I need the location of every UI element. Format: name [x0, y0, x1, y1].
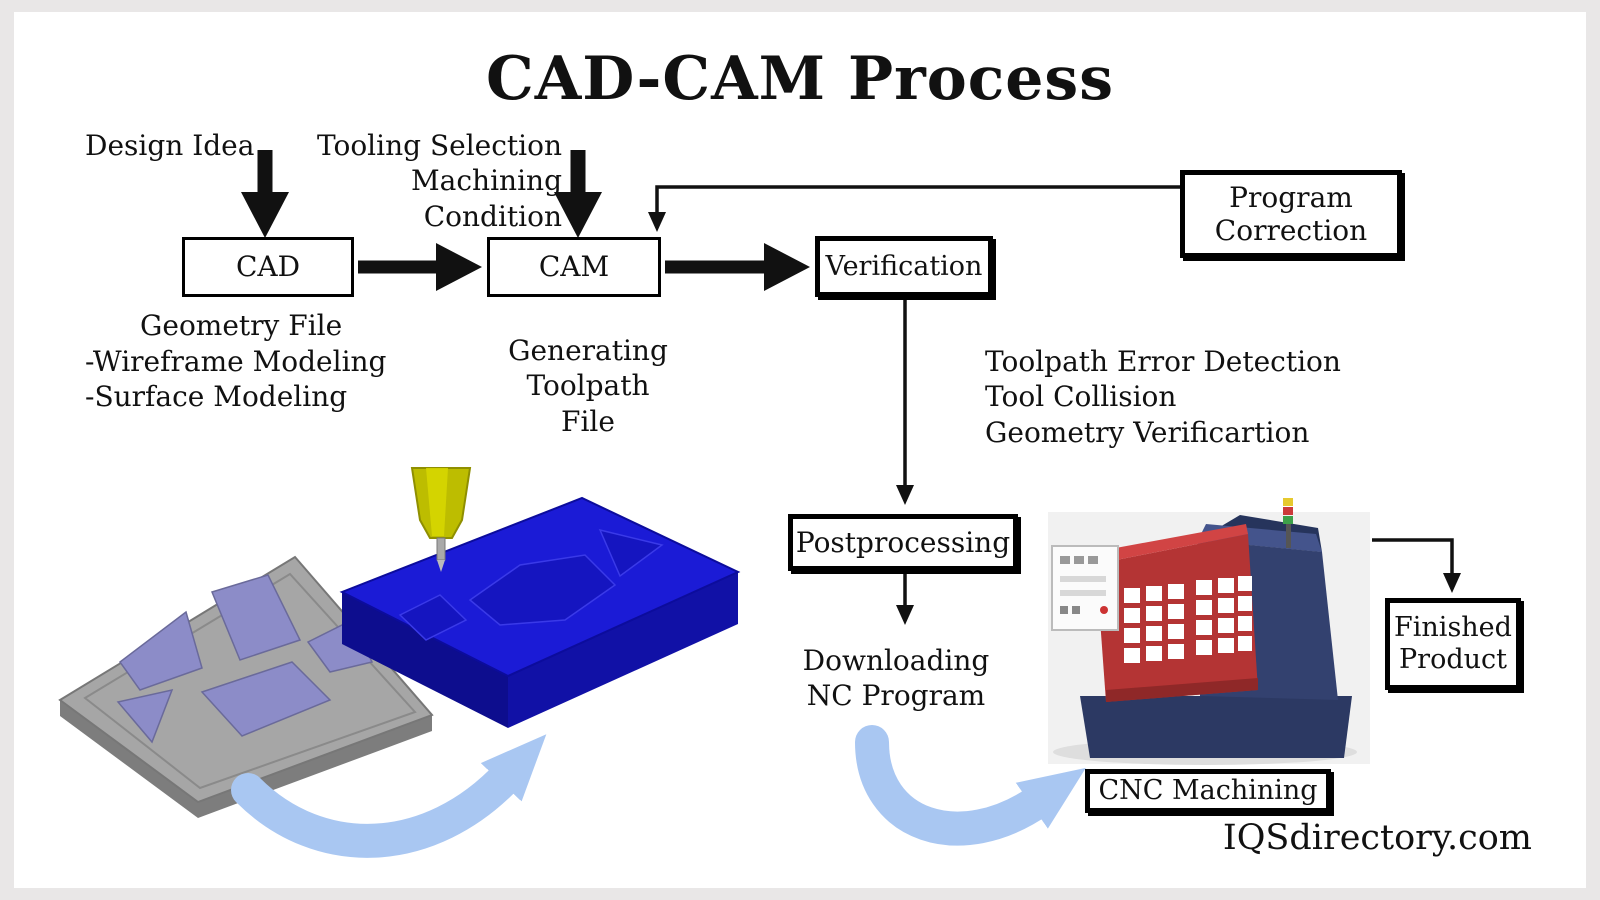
page-title: CAD-CAM Process [486, 44, 1114, 114]
node-verification: Verification [815, 236, 993, 297]
cam-part-blue-illustration [339, 467, 741, 728]
blue-curved-arrows [231, 725, 1086, 858]
node-cam: CAM [487, 237, 661, 297]
machine-stack-light [1283, 498, 1293, 548]
label-geometry-file-lines: -Wireframe Modeling -Surface Modeling [85, 345, 387, 414]
machine-to-finished-product-arrow [1372, 538, 1461, 593]
label-generating-toolpath: Generating Toolpath File [508, 334, 668, 438]
watermark: IQSdirectory.com [1222, 818, 1532, 858]
node-cad: CAD [182, 237, 354, 297]
cnc-machine-illustration [1048, 498, 1370, 765]
node-cnc-machining: CNC Machining [1085, 769, 1331, 813]
flow-arrows [241, 150, 1461, 625]
program-correction-feedback-arrow [648, 185, 1180, 232]
blue-curved-arrow-left [231, 734, 547, 858]
label-downloading-nc-program: Downloading NC Program [802, 644, 990, 713]
label-tooling-selection: Tooling Selection Machining Condition [316, 129, 562, 233]
blue-curved-arrow-right [855, 725, 1086, 846]
label-geometry-file-title: Geometry File [140, 309, 343, 342]
milling-tool-icon [410, 467, 472, 572]
label-design-idea: Design Idea [85, 129, 255, 162]
machine-window-grid-left [1124, 584, 1184, 663]
machine-window-grid-right [1196, 576, 1252, 655]
node-postprocessing: Postprocessing [788, 514, 1018, 571]
machine-control-panel [1051, 545, 1119, 631]
cad-part-gray-illustration [58, 555, 434, 818]
node-program-correction: Program Correction [1180, 170, 1402, 258]
node-finished-product: Finished Product [1385, 598, 1521, 690]
label-toolpath-checks: Toolpath Error Detection Tool Collision … [985, 345, 1341, 449]
